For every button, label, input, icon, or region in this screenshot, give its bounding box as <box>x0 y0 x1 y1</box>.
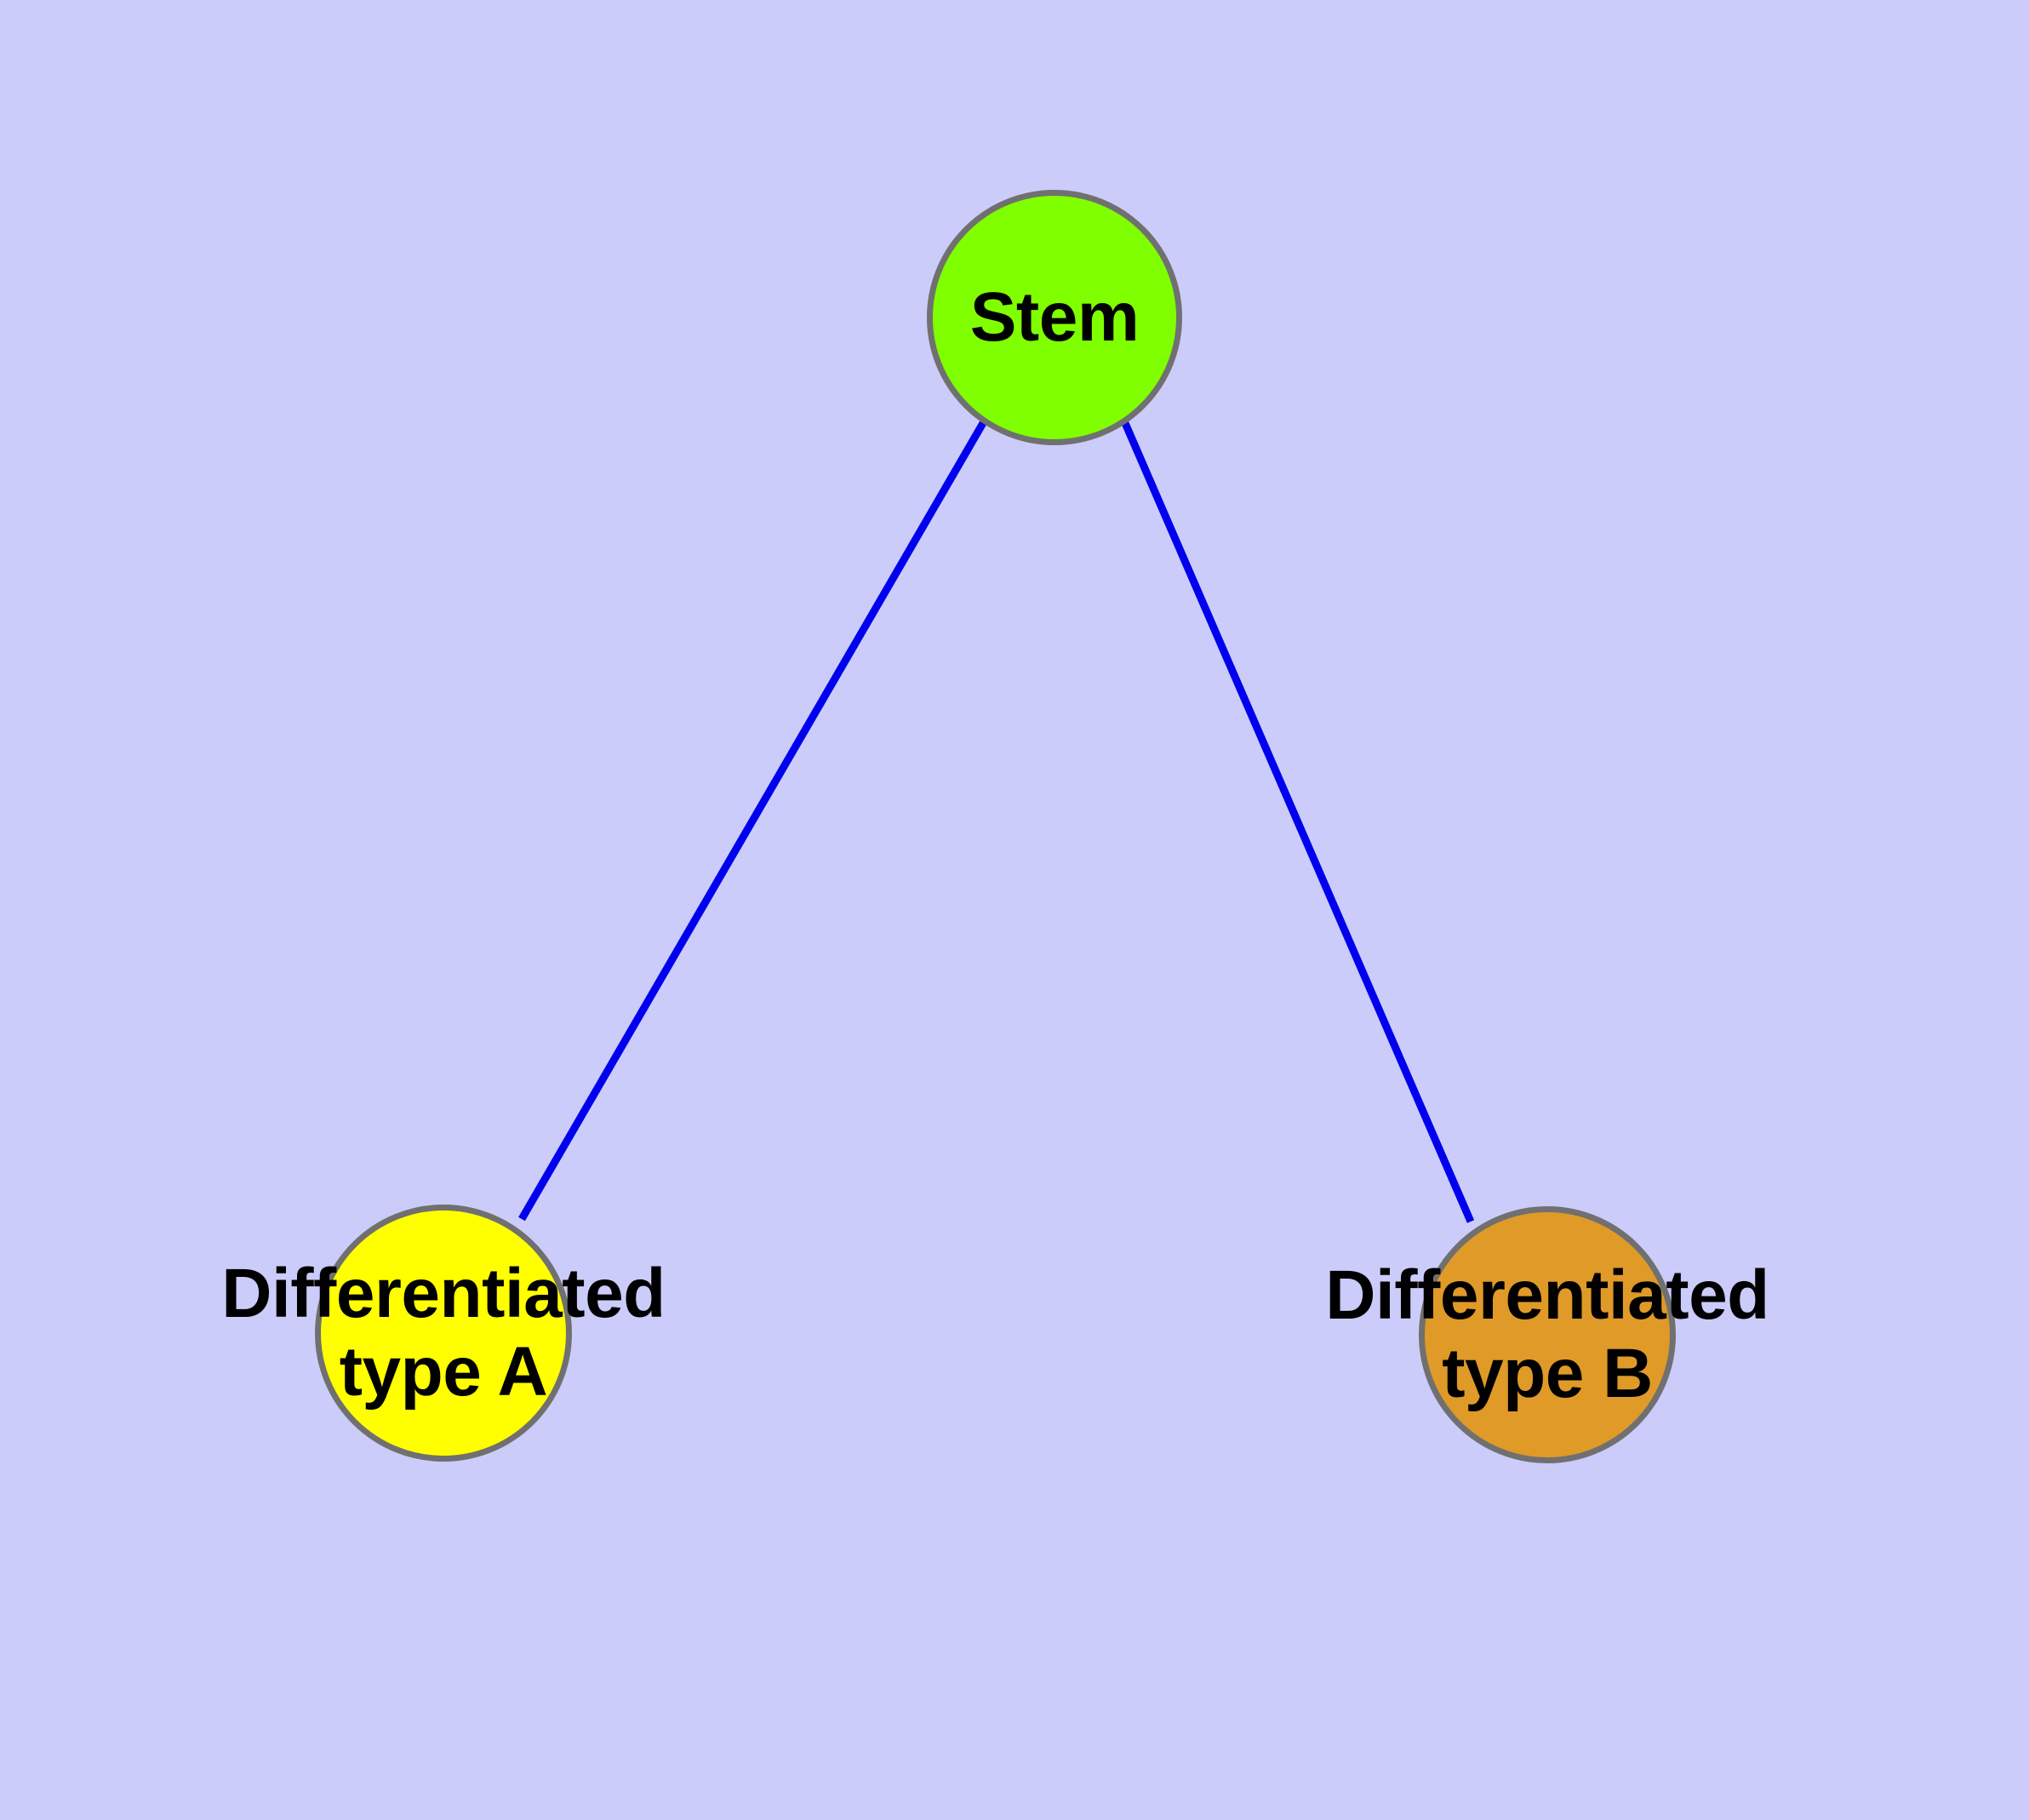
node-differentiated-type-b[interactable]: Differentiated type B <box>1325 1206 1769 1463</box>
node-differentiated-type-a[interactable]: Differentiated type A <box>221 1205 666 1462</box>
node-stem-circle[interactable] <box>927 190 1182 445</box>
edge-stem-to-differentiated-type-a <box>518 421 986 1222</box>
edge-stem-to-differentiated-type-b <box>1121 421 1475 1223</box>
node-differentiated-type-a-circle[interactable] <box>315 1205 572 1462</box>
node-stem[interactable]: Stem <box>927 190 1182 445</box>
node-differentiated-type-b-circle[interactable] <box>1419 1206 1676 1463</box>
